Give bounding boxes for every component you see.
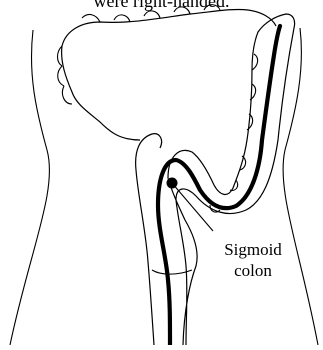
body-outline-left	[10, 30, 49, 345]
label-line-1: Sigmoid	[203, 239, 303, 260]
label-line-2: colon	[203, 260, 303, 281]
colon-outline	[168, 14, 295, 345]
label-leader-line	[172, 183, 213, 231]
haustra-marks	[58, 5, 258, 212]
body-outline-right	[283, 28, 318, 345]
sigmoid-colon-label: Sigmoid colon	[203, 239, 303, 281]
caption-fragment: were right-handed.	[0, 0, 323, 12]
